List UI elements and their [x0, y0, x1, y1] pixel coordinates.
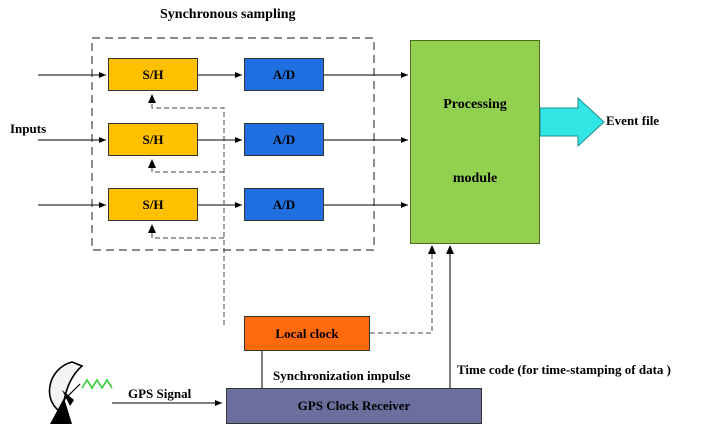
time-code-arrowhead: [446, 245, 454, 254]
sample-hold-block-2: S/H: [108, 123, 198, 156]
adc-label: A/D: [272, 196, 296, 212]
adc-block-2: A/D: [244, 123, 324, 156]
gps-signal-label: GPS Signal: [128, 386, 192, 401]
sample-hold-label: S/H: [142, 196, 164, 212]
local-clock-label: Local clock: [275, 325, 339, 341]
sh-clock-arrowhead-1: [148, 94, 156, 103]
sample-hold-label: S/H: [142, 131, 164, 147]
clock-distribution-lines: [151, 97, 433, 334]
processing-label-line1: Processing: [443, 97, 507, 112]
processing-module: Processing module: [410, 40, 540, 244]
processing-label-line2: module: [452, 171, 498, 186]
sh-clock-arrowhead-2: [148, 159, 156, 168]
event-file-label: Event file: [606, 113, 660, 128]
inputs-label: Inputs: [10, 121, 47, 136]
sh-clock-arrowhead-3: [148, 224, 156, 233]
gps-clock-receiver-label: GPS Clock Receiver: [297, 398, 411, 413]
sync-impulse-label: Synchronization impulse: [273, 368, 411, 383]
adc-block-3: A/D: [244, 188, 324, 221]
proc-clock-arrowhead: [428, 245, 436, 254]
event-file-arrow: [539, 96, 605, 148]
gps-clock-receiver-block: GPS Clock Receiver: [226, 388, 482, 424]
sample-hold-label: S/H: [142, 66, 164, 82]
diagram-title: Synchronous sampling: [160, 7, 296, 22]
adc-block-1: A/D: [244, 58, 324, 91]
signal-wave-icon: [81, 378, 113, 390]
sample-hold-block-1: S/H: [108, 58, 198, 91]
satellite-dish-icon: [48, 361, 84, 424]
local-clock-block: Local clock: [244, 316, 370, 351]
time-code-label: Time code (for time-stamping of data ): [457, 362, 671, 377]
adc-label: A/D: [272, 66, 296, 82]
adc-label: A/D: [272, 131, 296, 147]
sample-hold-block-3: S/H: [108, 188, 198, 221]
